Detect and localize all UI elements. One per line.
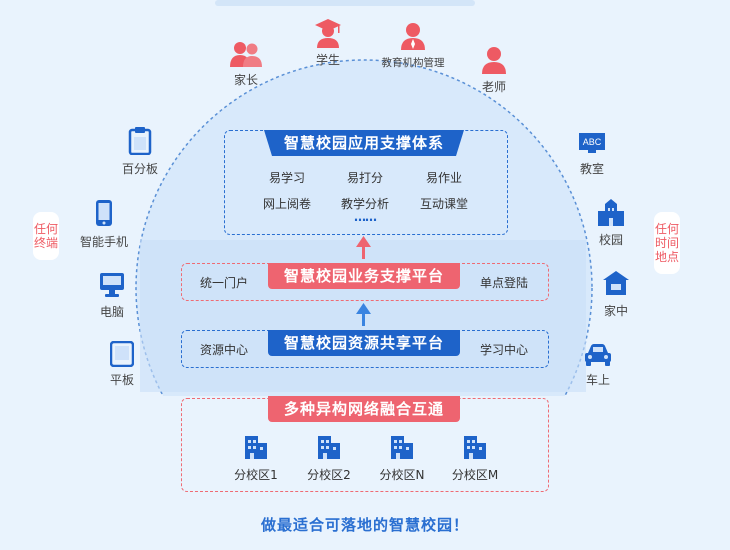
arrow-up-red [356, 236, 371, 259]
app-item: 教学分析 [340, 197, 390, 211]
computer-icon [99, 272, 125, 302]
student-icon [314, 18, 342, 52]
tablet-icon [109, 340, 135, 371]
admin-icon [399, 22, 427, 54]
badge-any-time-place: 任何时间地点 [654, 212, 680, 274]
campus-branch-label: 分校区N [379, 468, 425, 482]
terminal-label-board: 百分板 [121, 162, 159, 176]
resource-left-label: 资源中心 [199, 343, 249, 357]
network-title: 多种异构网络融合互通 [268, 396, 460, 422]
app-item: 易作业 [425, 171, 463, 185]
classroom-board-icon: ABC [578, 132, 606, 158]
building-icon [243, 434, 269, 464]
location-label-home: 家中 [603, 304, 629, 318]
user-label-student: 学生 [315, 53, 341, 67]
app-system-title: 智慧校园应用支撑体系 [264, 130, 464, 156]
business-platform-title: 智慧校园业务支撑平台 [268, 263, 460, 289]
app-more-ellipsis: …… [354, 210, 377, 224]
teacher-icon [480, 46, 508, 78]
building-icon [316, 434, 342, 464]
car-icon [583, 343, 613, 371]
business-left-label: 统一门户 [199, 276, 249, 290]
app-item: 易打分 [346, 171, 384, 185]
clipboard-icon [128, 127, 152, 159]
app-item: 互动课堂 [419, 197, 469, 211]
building-icon [462, 434, 488, 464]
campus-icon [597, 199, 625, 231]
footer-slogan: 做最适合可落地的智慧校园！ [260, 516, 469, 534]
campus-branch-label: 分校区2 [307, 468, 351, 482]
terminal-label-tablet: 平板 [109, 373, 135, 387]
smartphone-icon [95, 199, 113, 231]
user-label-admin: 教育机构管理 [381, 57, 445, 69]
location-label-classroom: 教室 [579, 162, 605, 176]
resource-platform-title: 智慧校园资源共享平台 [268, 330, 460, 356]
classroom-badge-text: ABC [583, 137, 602, 147]
home-icon [602, 270, 630, 300]
app-item: 网上阅卷 [262, 197, 312, 211]
terminal-label-phone: 智能手机 [79, 235, 129, 249]
terminal-label-computer: 电脑 [99, 305, 125, 319]
app-item: 易学习 [268, 171, 306, 185]
location-label-campus: 校园 [598, 233, 624, 247]
badge-any-terminal: 任何终端 [33, 212, 59, 260]
resource-right-label: 学习中心 [479, 343, 529, 357]
campus-branch-label: 分校区1 [234, 468, 278, 482]
campus-branch-label: 分校区M [451, 468, 499, 482]
user-label-teacher: 老师 [481, 80, 507, 94]
business-right-label: 单点登陆 [479, 276, 529, 290]
location-label-car: 车上 [585, 373, 611, 387]
building-icon [389, 434, 415, 464]
arrow-up-blue [356, 303, 371, 326]
user-label-parents: 家长 [233, 73, 259, 87]
parents-icon [229, 40, 263, 72]
